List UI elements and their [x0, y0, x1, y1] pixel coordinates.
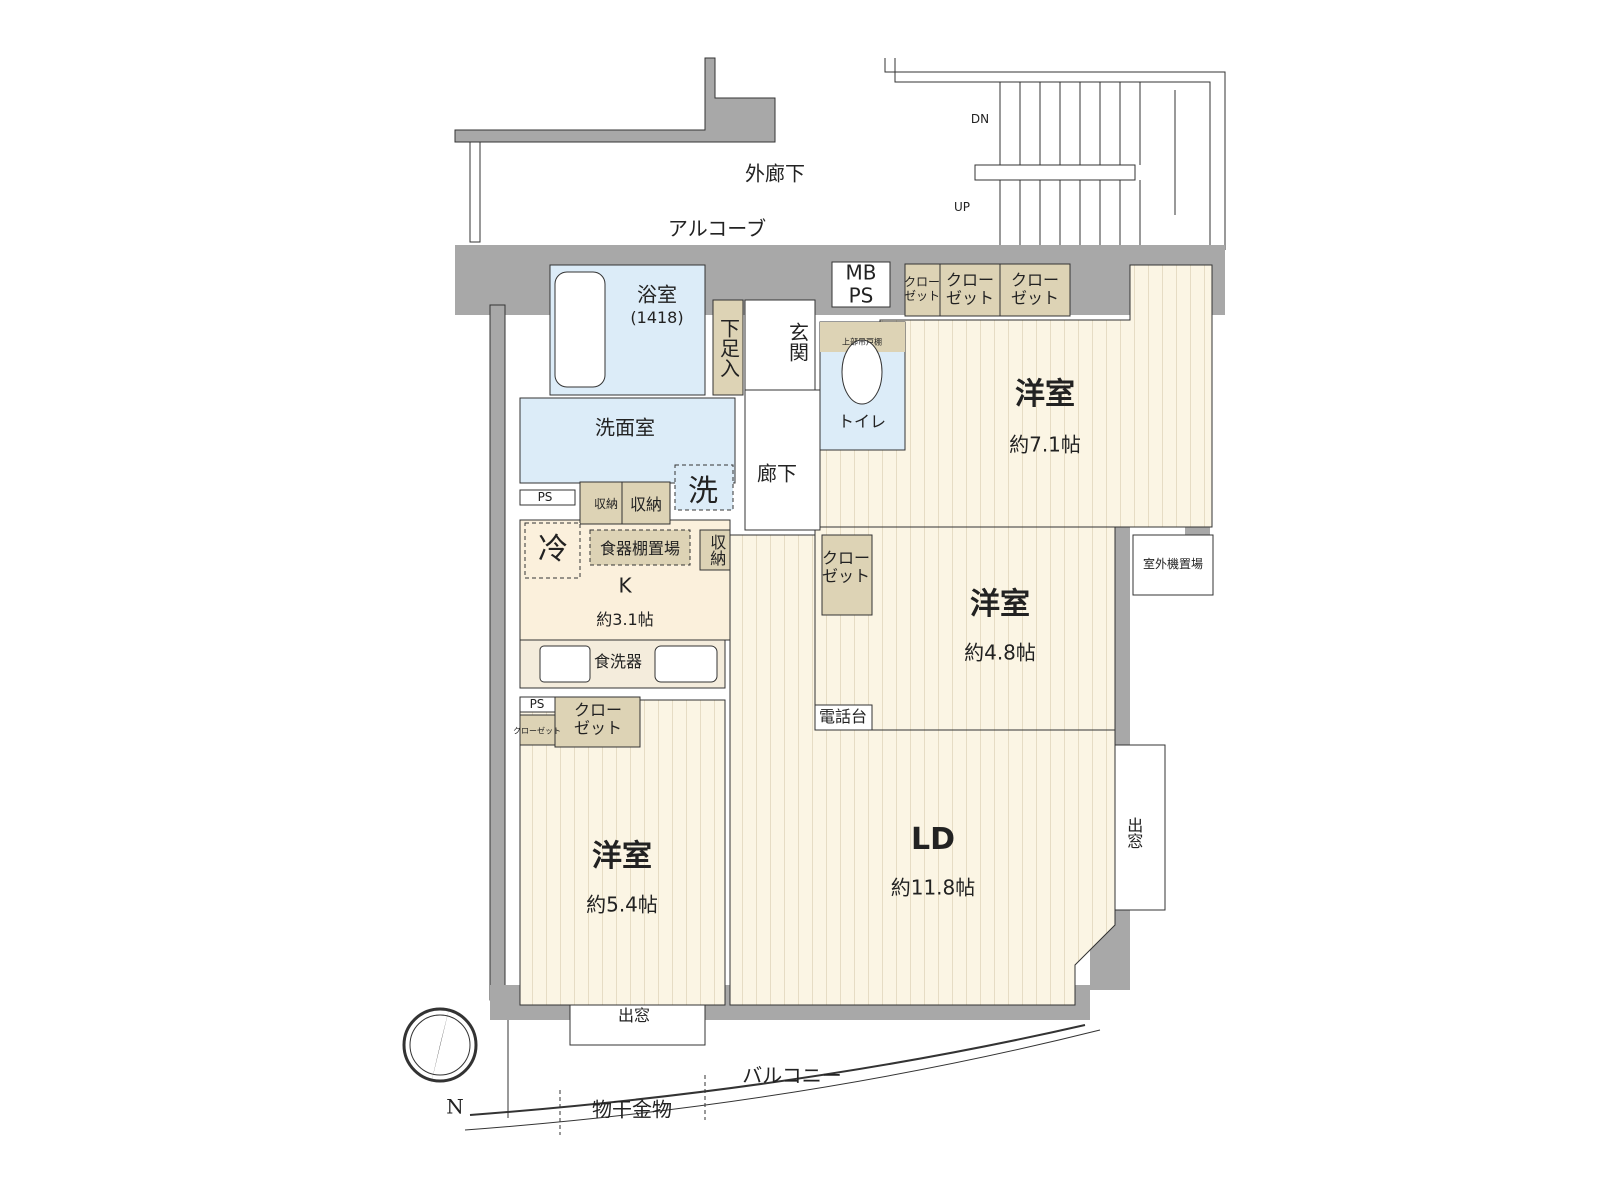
unit-wall: [489, 304, 506, 1001]
closet-small-label: クローゼット: [513, 726, 561, 736]
dishwasher-label: 食洗器: [593, 651, 643, 671]
ps1-label: PS: [537, 490, 553, 505]
drying-hardware-label: 物干金物: [592, 1097, 672, 1122]
toilet-label: トイレ: [837, 411, 887, 431]
entrance-floor: [744, 299, 816, 391]
room-71-size: 約7.1帖: [1009, 432, 1081, 457]
entrance-label: 玄関: [785, 322, 810, 362]
storage-small-label: 収納: [593, 497, 619, 512]
hallway-label: 廊下: [757, 461, 797, 486]
staircase: [884, 58, 1226, 250]
fridge-label: 冷: [538, 531, 568, 567]
kitchen-size: 約3.1帖: [596, 609, 654, 629]
storage-label: 収納: [629, 494, 663, 514]
upper-cabinet-label: 上部吊戸棚: [842, 337, 882, 347]
bay-window-right-label: 出窓: [1124, 817, 1144, 849]
balcony-edge: [469, 1024, 1086, 1116]
ld-size: 約11.8帖: [890, 875, 976, 900]
phone-stand-label: 電話台: [818, 706, 868, 726]
compass-north-label: N: [446, 1094, 464, 1119]
bay-window-bottom-label: 出窓: [617, 1005, 651, 1025]
closet-top-2: クローゼット: [945, 270, 995, 308]
bathroom-size: (1418): [630, 307, 684, 327]
washer-label: 洗: [688, 473, 718, 509]
room-54-floor: [519, 699, 726, 1006]
stairs-up-label: UP: [953, 200, 971, 215]
kitchen-name: K: [618, 573, 632, 598]
room-71-name: 洋室: [1015, 376, 1075, 412]
room-48-size: 約4.8帖: [964, 640, 1036, 665]
ld-floor: [729, 534, 1116, 1006]
outer-corridor-label: 外廊下: [745, 161, 805, 186]
ps2-label: PS: [529, 697, 545, 712]
closet-48-label: クローゼット: [821, 548, 871, 586]
hallway-floor: [744, 389, 821, 531]
closet-k-label: クローゼット: [573, 700, 623, 738]
outdoor-unit-label: 室外機置場: [1142, 557, 1204, 572]
storage-hall-label: 収納: [707, 534, 727, 566]
cupboard-label: 食器棚置場: [599, 538, 681, 558]
alcove-label: アルコーブ: [667, 216, 767, 241]
closet-top-1: クローゼット: [903, 275, 941, 303]
washroom-label: 洗面室: [595, 415, 655, 440]
mb-label: MB: [845, 260, 877, 285]
shoe-cabinet-label: 下足入: [716, 318, 741, 378]
room-54-name: 洋室: [592, 838, 652, 874]
corridor-wall: [454, 57, 776, 243]
stairs-down-label: DN: [970, 112, 990, 127]
closet-top-3: クローゼット: [1010, 270, 1060, 308]
room-54-size: 約5.4帖: [586, 892, 658, 917]
balcony-label: バルコニー: [742, 1063, 842, 1088]
bathroom-name: 浴室: [637, 282, 677, 307]
ld-name: LD: [910, 821, 956, 857]
ps-label: PS: [848, 283, 874, 308]
compass-icon: [402, 1005, 478, 1088]
room-48-name: 洋室: [970, 586, 1030, 622]
